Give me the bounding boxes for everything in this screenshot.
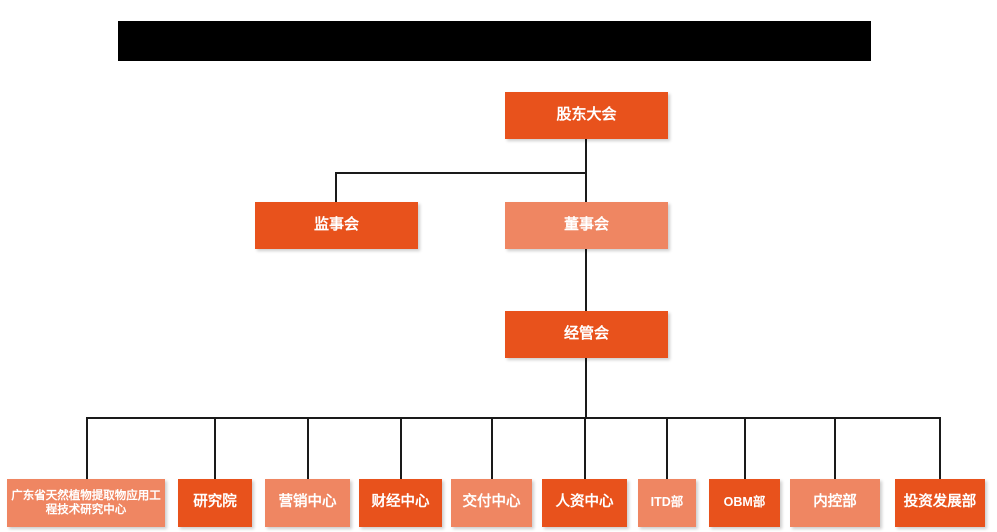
connector-directors-down — [585, 172, 587, 203]
connector-shareholders-down — [585, 138, 587, 174]
node-board-of-supervisors[interactable]: 监事会 — [255, 202, 418, 249]
node-shareholders-meeting[interactable]: 股东大会 — [505, 92, 668, 139]
node-board-of-directors[interactable]: 董事会 — [505, 202, 668, 249]
connector-directors-to-management — [585, 241, 587, 313]
department-box-8[interactable]: OBM部 — [709, 479, 780, 527]
connector-dept-drop-5 — [491, 417, 493, 480]
connector-dept-drop-6 — [584, 417, 586, 480]
node-management-committee[interactable]: 经管会 — [505, 311, 668, 358]
connector-department-bus — [86, 417, 941, 419]
department-box-9[interactable]: 内控部 — [790, 479, 880, 527]
department-box-4[interactable]: 财经中心 — [359, 479, 442, 527]
department-box-7[interactable]: ITD部 — [638, 479, 696, 527]
redacted-title-bar — [118, 21, 871, 61]
department-box-6[interactable]: 人资中心 — [542, 479, 627, 527]
connector-dept-drop-8 — [744, 417, 746, 480]
department-box-10[interactable]: 投资发展部 — [895, 479, 985, 527]
connector-level2-bus — [335, 172, 587, 174]
connector-dept-drop-4 — [400, 417, 402, 480]
connector-dept-drop-9 — [834, 417, 836, 480]
department-box-1[interactable]: 广东省天然植物提取物应用工程技术研究中心 — [7, 479, 165, 527]
connector-dept-drop-2 — [214, 417, 216, 480]
connector-dept-drop-3 — [307, 417, 309, 480]
connector-dept-drop-10 — [939, 417, 941, 480]
connector-dept-drop-7 — [666, 417, 668, 480]
connector-supervisors-down — [335, 172, 337, 203]
department-box-2[interactable]: 研究院 — [178, 479, 252, 527]
department-box-5[interactable]: 交付中心 — [451, 479, 532, 527]
connector-management-down — [585, 356, 587, 418]
connector-dept-drop-1 — [86, 417, 88, 480]
department-box-3[interactable]: 营销中心 — [265, 479, 350, 527]
